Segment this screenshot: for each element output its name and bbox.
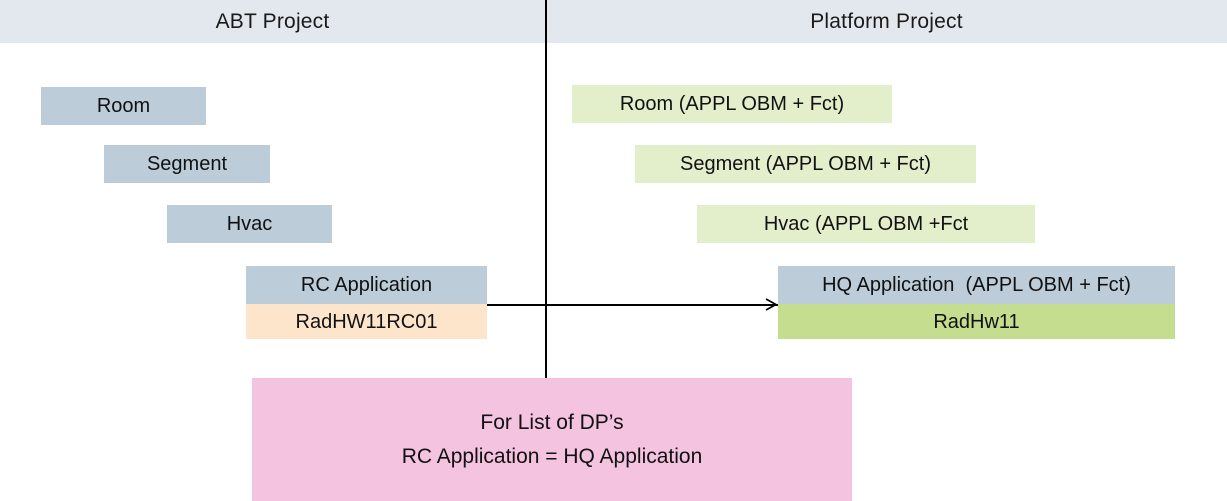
node-rc-application[interactable]: RC Application (246, 266, 487, 304)
node-hvac-abt[interactable]: Hvac (167, 205, 332, 243)
node-hq-application[interactable]: HQ Application (APPL OBM + Fct) (778, 266, 1175, 304)
column-header-platform-project-label: Platform Project (810, 9, 963, 33)
node-hvac-platform[interactable]: Hvac (APPL OBM +Fct (697, 205, 1035, 243)
connector-arrowhead-icon (764, 298, 778, 312)
node-radhw11[interactable]: RadHw11 (778, 304, 1175, 339)
column-header-abt-project-label: ABT Project (215, 9, 330, 33)
column-divider-line (545, 0, 547, 378)
node-room-platform[interactable]: Room (APPL OBM + Fct) (572, 85, 892, 123)
column-header-platform-project: Platform Project (546, 0, 1227, 43)
connector-rc-to-hq-line (487, 304, 778, 306)
note-line-1: For List of DP’s (480, 410, 624, 434)
note-dp-equivalence: For List of DP’s RC Application = HQ App… (252, 378, 852, 501)
column-header-abt-project: ABT Project (0, 0, 545, 43)
node-radhw11rc01[interactable]: RadHW11RC01 (246, 304, 487, 339)
node-segment-platform[interactable]: Segment (APPL OBM + Fct) (635, 145, 976, 183)
node-room-abt[interactable]: Room (41, 87, 206, 125)
note-line-2: RC Application = HQ Application (401, 444, 703, 468)
node-segment-abt[interactable]: Segment (104, 145, 270, 183)
